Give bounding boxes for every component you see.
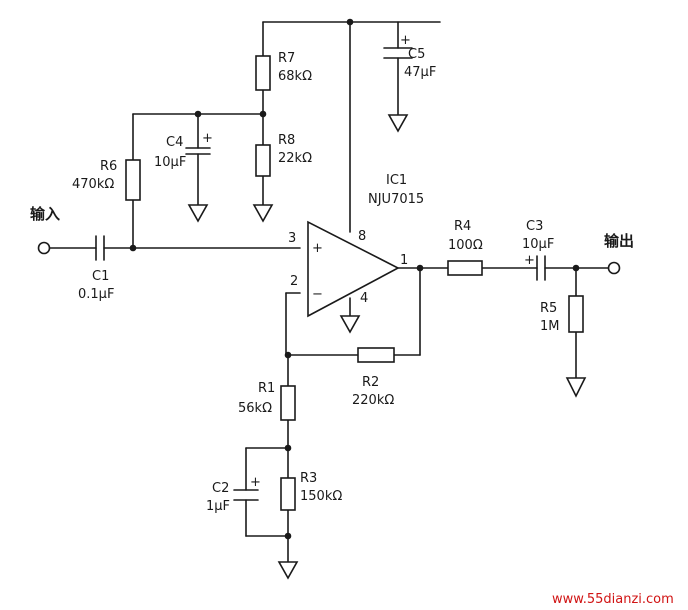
pin-1-label: 1 — [400, 253, 408, 268]
pin-8-label: 8 — [358, 229, 366, 244]
resistor-r4 — [447, 260, 483, 276]
junction-dot — [416, 264, 424, 272]
output-terminal — [607, 261, 621, 275]
capacitor-c4 — [185, 147, 211, 155]
c5-ref: C5 — [408, 47, 425, 62]
junction-dot — [259, 110, 267, 118]
r1-ref: R1 — [258, 381, 275, 396]
ground-icon — [187, 204, 209, 223]
capacitor-c5 — [383, 47, 413, 59]
c2-polarity: + — [250, 475, 261, 490]
r3-value: 150kΩ — [300, 489, 342, 504]
r4-ref: R4 — [454, 219, 471, 234]
junction-dot — [194, 110, 202, 118]
c4-value: 10μF — [154, 155, 186, 170]
r4-value: 100Ω — [448, 238, 483, 253]
ground-icon — [252, 204, 274, 223]
ground-icon — [565, 377, 587, 398]
capacitor-c3 — [536, 255, 546, 281]
opamp-ic1: + − 3 2 8 4 1 IC1 NJU7015 — [288, 173, 424, 318]
input-terminal — [37, 241, 51, 255]
r5-value: 1M — [540, 319, 560, 334]
c4-ref: C4 — [166, 135, 183, 150]
watermark: www.55dianzi.com — [552, 592, 674, 607]
c1-value: 0.1μF — [78, 287, 114, 302]
r8-ref: R8 — [278, 133, 295, 148]
resistor-r1 — [280, 385, 296, 421]
c1-ref: C1 — [92, 269, 109, 284]
r3-ref: R3 — [300, 471, 317, 486]
resistor-r7 — [255, 55, 271, 91]
ground-icon — [277, 561, 299, 580]
junction-dot — [129, 244, 137, 252]
c5-polarity: + — [400, 33, 411, 48]
c4-polarity: + — [202, 131, 213, 146]
c2-value: 1μF — [206, 499, 230, 514]
r7-ref: R7 — [278, 51, 295, 66]
junction-dot — [284, 532, 292, 540]
junction-dot — [572, 264, 580, 272]
resistor-r3 — [280, 477, 296, 511]
opamp-triangle — [307, 220, 400, 318]
r6-value: 470kΩ — [72, 177, 114, 192]
ic-name: IC1 — [386, 173, 407, 188]
c3-ref: C3 — [526, 219, 543, 234]
c5-value: 47μF — [404, 65, 436, 80]
pin-3-label: 3 — [288, 231, 296, 246]
output-label: 输出 — [604, 232, 634, 250]
opamp-plus-sign: + — [312, 241, 323, 256]
r2-ref: R2 — [362, 375, 379, 390]
opamp-minus-sign: − — [312, 287, 323, 302]
junction-dot — [346, 18, 354, 26]
r8-value: 22kΩ — [278, 151, 312, 166]
junction-dots — [129, 18, 580, 540]
resistor-r8 — [255, 144, 271, 177]
c2-ref: C2 — [212, 481, 229, 496]
capacitor-c1 — [95, 235, 105, 261]
r2-value: 220kΩ — [352, 393, 394, 408]
resistor-r5 — [568, 295, 584, 333]
c3-value: 10μF — [522, 237, 554, 252]
r5-ref: R5 — [540, 301, 557, 316]
ground-icon — [387, 114, 409, 133]
junction-dot — [284, 351, 292, 359]
ground-icon — [339, 315, 361, 334]
resistor-r6 — [125, 159, 141, 201]
wires — [49, 21, 609, 563]
r1-value: 56kΩ — [238, 401, 272, 416]
r7-value: 68kΩ — [278, 69, 312, 84]
resistor-r2 — [357, 347, 395, 363]
capacitor-c2 — [233, 489, 259, 501]
r6-ref: R6 — [100, 159, 117, 174]
input-label: 输入 — [30, 205, 60, 223]
pin-2-label: 2 — [290, 274, 298, 289]
junction-dot — [284, 444, 292, 452]
ic-part-number: NJU7015 — [368, 192, 424, 207]
pin-4-label: 4 — [360, 291, 368, 306]
c3-polarity: + — [524, 253, 535, 268]
